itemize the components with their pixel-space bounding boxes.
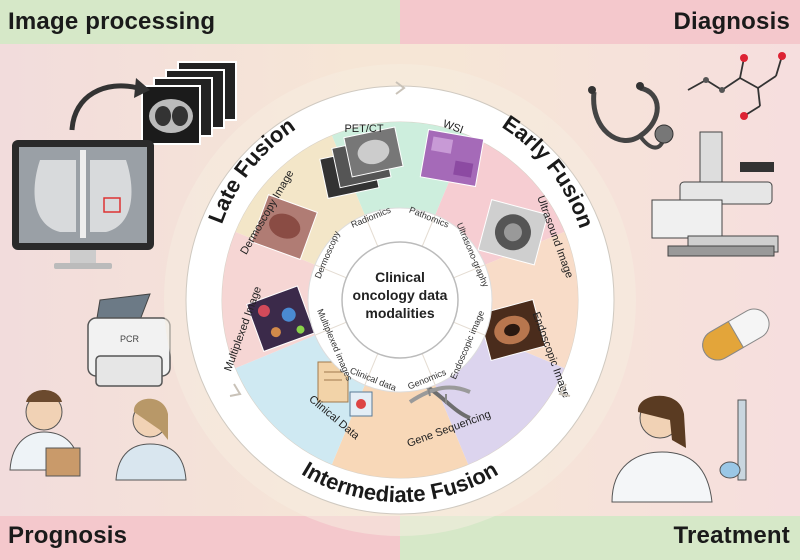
center-line-3: modalities	[365, 305, 434, 321]
label-treatment: Treatment	[673, 522, 790, 549]
band-top-left	[0, 0, 400, 44]
thumbnails	[246, 126, 549, 420]
curved-arrow-icon	[69, 83, 139, 131]
arrow-head	[134, 78, 150, 98]
microscope-icon	[651, 131, 779, 257]
monitor-xray-icon	[12, 140, 154, 269]
stethoscope-icon	[588, 82, 674, 150]
label-image-processing: Image processing	[8, 8, 216, 35]
pet-ct-thumbnail	[319, 126, 404, 199]
wsi-thumbnail	[419, 128, 485, 188]
endoscopic-thumbnail	[478, 298, 546, 362]
center-line-1: Clinical	[375, 269, 425, 285]
ultrasound-thumbnail	[477, 199, 549, 266]
pcr-machine-icon: PCR	[87, 293, 171, 387]
molecule-icon	[687, 52, 786, 120]
pcr-label: PCR	[120, 334, 140, 344]
pill-icon	[702, 308, 770, 361]
center-line-2: oncology data	[353, 287, 448, 303]
outer-label-pet-ct: PET/CT	[344, 123, 383, 135]
label-prognosis: Prognosis	[8, 522, 128, 549]
band-top-right	[400, 0, 800, 44]
dermoscopy-thumbnail	[250, 194, 318, 261]
center-circle	[341, 241, 459, 359]
ct-slices-icon	[141, 61, 237, 145]
label-diagnosis: Diagnosis	[673, 8, 790, 35]
ring-arrows	[229, 81, 571, 397]
scientist-icon	[611, 395, 747, 503]
multiplexed-thumbnail	[246, 285, 316, 353]
doctors-icon	[9, 390, 187, 481]
